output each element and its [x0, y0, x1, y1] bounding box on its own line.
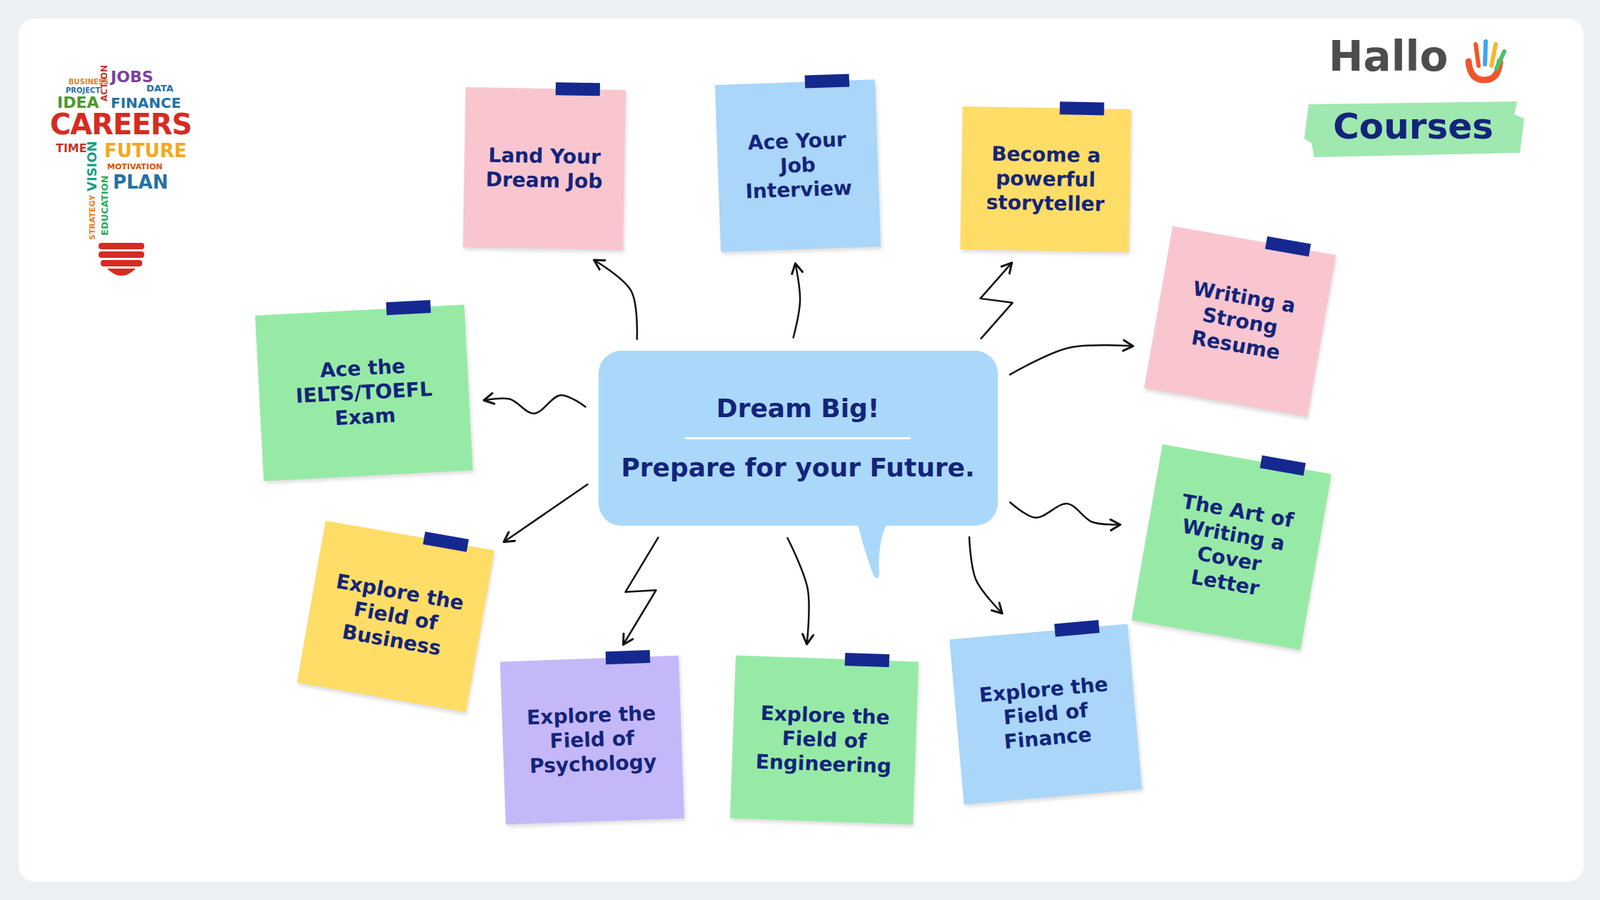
word-cloud-word: TIME [55, 142, 88, 155]
word-cloud-word: MOTIVATION [107, 162, 163, 171]
note-text: Become a powerful storyteller [976, 141, 1115, 218]
note-text: Writing a Strong Resume [1167, 273, 1313, 370]
note-text: Land Your Dream Job [479, 142, 609, 194]
tape-strip [555, 82, 600, 96]
tape-strip [805, 73, 850, 88]
bulb-base [98, 242, 145, 276]
tape-strip [422, 531, 469, 552]
connector-arrow [1010, 345, 1133, 375]
connector-arrow [1010, 502, 1120, 525]
connector-arrow [980, 262, 1013, 339]
sticky-note: The Art of Writing a Cover Letter [1131, 444, 1332, 650]
connector-arrow [793, 263, 800, 338]
connector-arrow [483, 395, 585, 414]
brand-logo: Hallo [1328, 35, 1448, 78]
sticky-note: Explore the Field of Business [297, 520, 495, 713]
connector-arrow [969, 537, 1003, 614]
connector-arrow [623, 537, 659, 645]
word-cloud-word: IDEA [57, 95, 100, 111]
tape-strip [1259, 455, 1305, 475]
word-cloud-word: FINANCE [110, 95, 181, 110]
bubble-tail [857, 524, 890, 582]
sticky-note: Land Your Dream Job [462, 87, 626, 250]
sticky-note: Explore the Field of Engineering [730, 655, 919, 825]
word-cloud-word: DATA [146, 83, 174, 93]
note-text: Ace the IELTS/TOEFL Exam [272, 351, 455, 434]
brush-stroke [1304, 101, 1525, 158]
word-cloud-word: PROJECT [65, 87, 100, 95]
sticky-note: Explore the Field of Psychology [500, 655, 685, 825]
word-cloud-word: BUSINESS [68, 78, 109, 86]
sticky-note: Writing a Strong Resume [1144, 226, 1336, 418]
note-text: The Art of Writing a Cover Letter [1154, 487, 1310, 608]
sticky-note: Become a powerful storyteller [960, 106, 1131, 253]
bubble-title: Dream Big! [615, 392, 981, 424]
speech-bubble: Dream Big! Prepare for your Future. [598, 350, 998, 526]
panel [18, 18, 1584, 882]
connector-arrow [787, 537, 810, 645]
tape-strip [1060, 101, 1105, 115]
tape-strip [1265, 236, 1311, 257]
note-text: Explore the Field of Finance [969, 671, 1123, 758]
badge-label: Courses [1304, 108, 1523, 145]
word-cloud-word: STRATEGY [88, 195, 97, 240]
sticky-note: Explore the Field of Finance [949, 624, 1142, 805]
divider-line [685, 437, 912, 440]
word-cloud-word: FUTURE [104, 141, 188, 160]
tape-strip [845, 652, 890, 668]
word-cloud-word: EDUCATION [100, 175, 110, 236]
word-cloud-word: JOBS [110, 69, 154, 85]
tape-strip [605, 650, 651, 665]
bubble-subtitle: Prepare for your Future. [615, 452, 981, 483]
tape-strip [1054, 620, 1100, 637]
word-cloud-word: PLAN [112, 172, 169, 192]
note-text: Ace Your Job Interview [732, 127, 863, 205]
word-cloud-word: VISION [85, 140, 99, 192]
sticky-note: Ace Your Job Interview [715, 79, 881, 253]
note-text: Explore the Field of Psychology [517, 700, 667, 780]
word-cloud-word: CAREERS [50, 110, 192, 139]
connector-arrow [594, 260, 638, 340]
note-text: Explore the Field of Engineering [747, 700, 901, 780]
sticky-note: Ace the IELTS/TOEFL Exam [255, 304, 473, 481]
tape-strip [385, 300, 431, 315]
note-text: Explore the Field of Business [320, 568, 472, 665]
hand-icon [1468, 41, 1505, 80]
connector-arrow [503, 484, 588, 543]
word-cloud-word: ACTION [100, 65, 109, 102]
